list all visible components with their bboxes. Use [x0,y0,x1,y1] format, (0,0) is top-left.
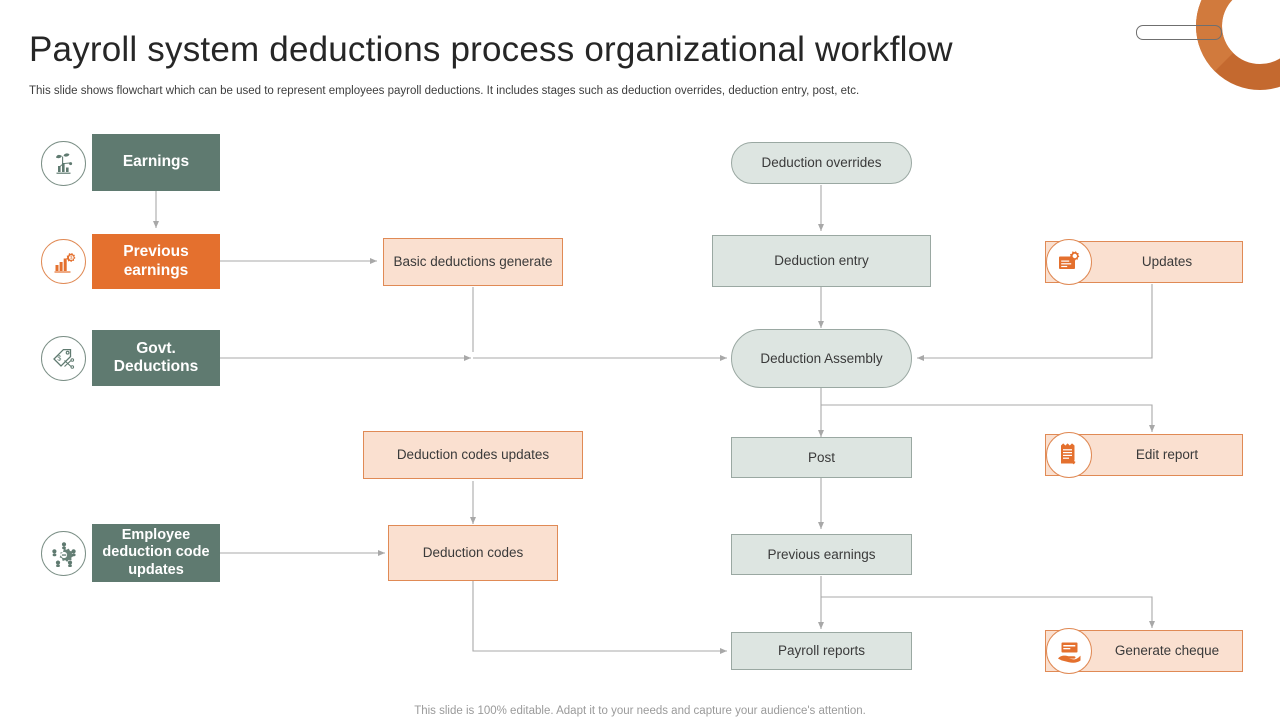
edge-updates-to-assembly [917,284,1153,361]
page-title: Payroll system deductions process organi… [29,30,953,69]
bar-chart-gear-icon: $ [41,239,86,284]
node-previous-earnings-left[interactable]: Previous earnings [92,234,220,289]
page-subtitle: This slide shows flowchart which can be … [29,85,860,97]
node-post[interactable]: Post [731,437,912,478]
node-post-label: Post [807,449,835,465]
node-previous-earnings-left-label: Previous earnings [123,243,189,279]
document-pencil-icon [1046,432,1092,478]
node-previous-earnings-center[interactable]: Previous earnings [731,534,912,575]
node-deduction-overrides-label: Deduction overrides [761,155,882,171]
edge-previous-earnings-to-generate-cheque [821,596,1155,628]
node-deduction-codes-updates[interactable]: Deduction codes updates [363,431,583,479]
node-generate-cheque-label: Generate cheque [1114,643,1220,659]
plant-growth-chart-icon [41,141,86,186]
node-deduction-codes[interactable]: Deduction codes [388,525,558,581]
decorative-capsule [1136,25,1222,40]
node-deduction-entry-label: Deduction entry [774,253,869,269]
node-earnings[interactable]: Earnings [92,134,220,191]
edge-assembly-to-edit-report [821,404,1155,432]
decorative-ring [1196,0,1280,90]
gear-people-icon [41,531,86,576]
svg-text:$: $ [70,255,73,260]
node-deduction-codes-label: Deduction codes [422,545,524,561]
node-deduction-assembly[interactable]: Deduction Assembly [731,329,912,388]
node-previous-earnings-center-label: Previous earnings [767,546,876,562]
node-basic-deductions-generate-label: Basic deductions generate [393,254,553,270]
node-earnings-label: Earnings [122,153,190,171]
svg-text:$: $ [57,355,61,362]
edge-deduction-codes-to-payroll-reports [472,581,727,654]
node-deduction-assembly-label: Deduction Assembly [760,350,883,366]
node-updates-label: Updates [1141,254,1193,270]
price-tag-scissors-icon: $ [41,336,86,381]
node-payroll-reports[interactable]: Payroll reports [731,632,912,670]
node-employee-deduction-code-updates[interactable]: Employee deduction code updates [92,524,220,582]
node-deduction-entry[interactable]: Deduction entry [712,235,931,287]
node-basic-deductions-generate[interactable]: Basic deductions generate [383,238,563,286]
node-edit-report-label: Edit report [1135,447,1199,463]
node-govt-deductions-label: Govt. Deductions [113,339,199,375]
footer-note: This slide is 100% editable. Adapt it to… [414,705,866,717]
document-gear-icon [1046,239,1092,285]
node-payroll-reports-label: Payroll reports [777,643,866,659]
node-deduction-codes-updates-label: Deduction codes updates [396,447,550,463]
hand-cheque-icon [1046,628,1092,674]
node-deduction-overrides[interactable]: Deduction overrides [731,142,912,184]
node-employee-deduction-code-updates-label: Employee deduction code updates [102,527,210,578]
node-govt-deductions[interactable]: Govt. Deductions [92,330,220,386]
